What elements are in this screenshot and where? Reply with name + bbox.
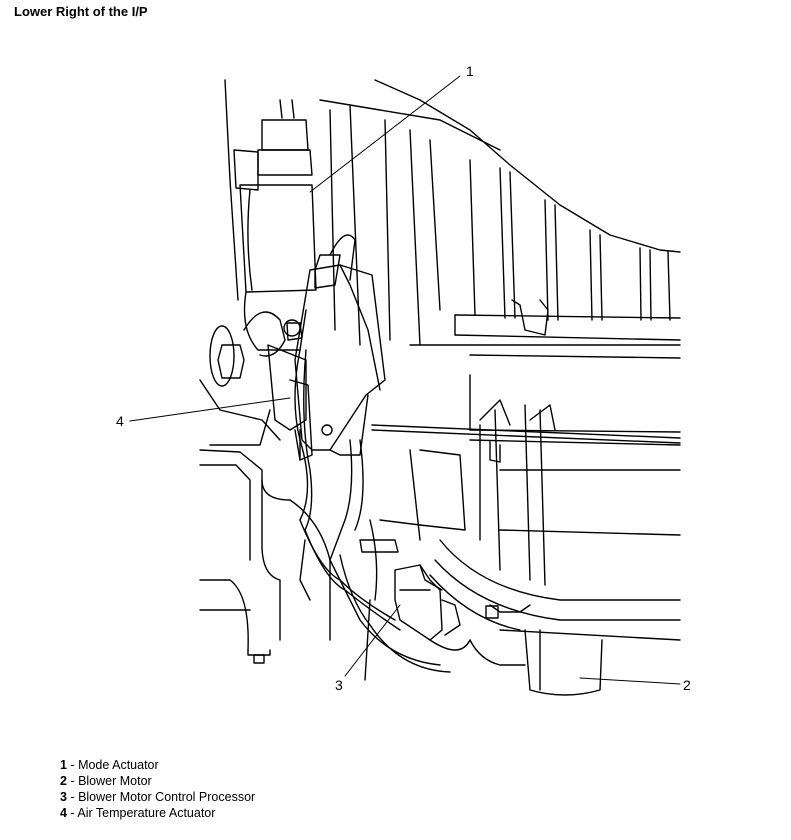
legend-item: 1 - Mode Actuator xyxy=(60,757,255,773)
legend-separator: - xyxy=(66,758,79,772)
legend-label: Blower Motor Control Processor xyxy=(78,790,256,804)
air-temperature-actuator xyxy=(289,234,386,461)
left-bracket xyxy=(199,379,331,664)
legend-item: 2 - Blower Motor xyxy=(60,773,255,789)
callout-4: 4 xyxy=(116,413,124,429)
legend-item: 3 - Blower Motor Control Processor xyxy=(60,789,255,805)
blower-motor-control-processor xyxy=(394,564,471,651)
callout-2: 2 xyxy=(683,677,691,693)
legend: 1 - Mode Actuator 2 - Blower Motor 3 - B… xyxy=(60,757,255,821)
actuator-linkage xyxy=(209,311,307,431)
hvac-line-drawing: 1 2 3 4 xyxy=(116,63,691,696)
legend-number: 2 xyxy=(60,774,67,788)
mode-actuator xyxy=(233,99,317,351)
blower-motor xyxy=(469,604,603,696)
page-title: Lower Right of the I/P xyxy=(14,4,148,19)
legend-label: Air Temperature Actuator xyxy=(77,806,216,820)
legend-separator: - xyxy=(66,774,79,788)
legend-separator: - xyxy=(66,806,78,820)
callout-1: 1 xyxy=(466,63,474,79)
callout-3: 3 xyxy=(335,677,343,693)
leader-lines xyxy=(129,75,681,685)
legend-number: 4 xyxy=(60,806,67,820)
legend-label: Mode Actuator xyxy=(78,758,159,772)
legend-number: 3 xyxy=(60,790,67,804)
legend-separator: - xyxy=(66,790,79,804)
linkage-rod xyxy=(371,424,681,463)
legend-label: Blower Motor xyxy=(78,774,152,788)
legend-item: 4 - Air Temperature Actuator xyxy=(60,805,255,821)
wiring-harness xyxy=(294,349,451,681)
legend-number: 1 xyxy=(60,758,67,772)
blower-scroll xyxy=(359,344,681,641)
blower-housing-ribs xyxy=(384,119,681,346)
